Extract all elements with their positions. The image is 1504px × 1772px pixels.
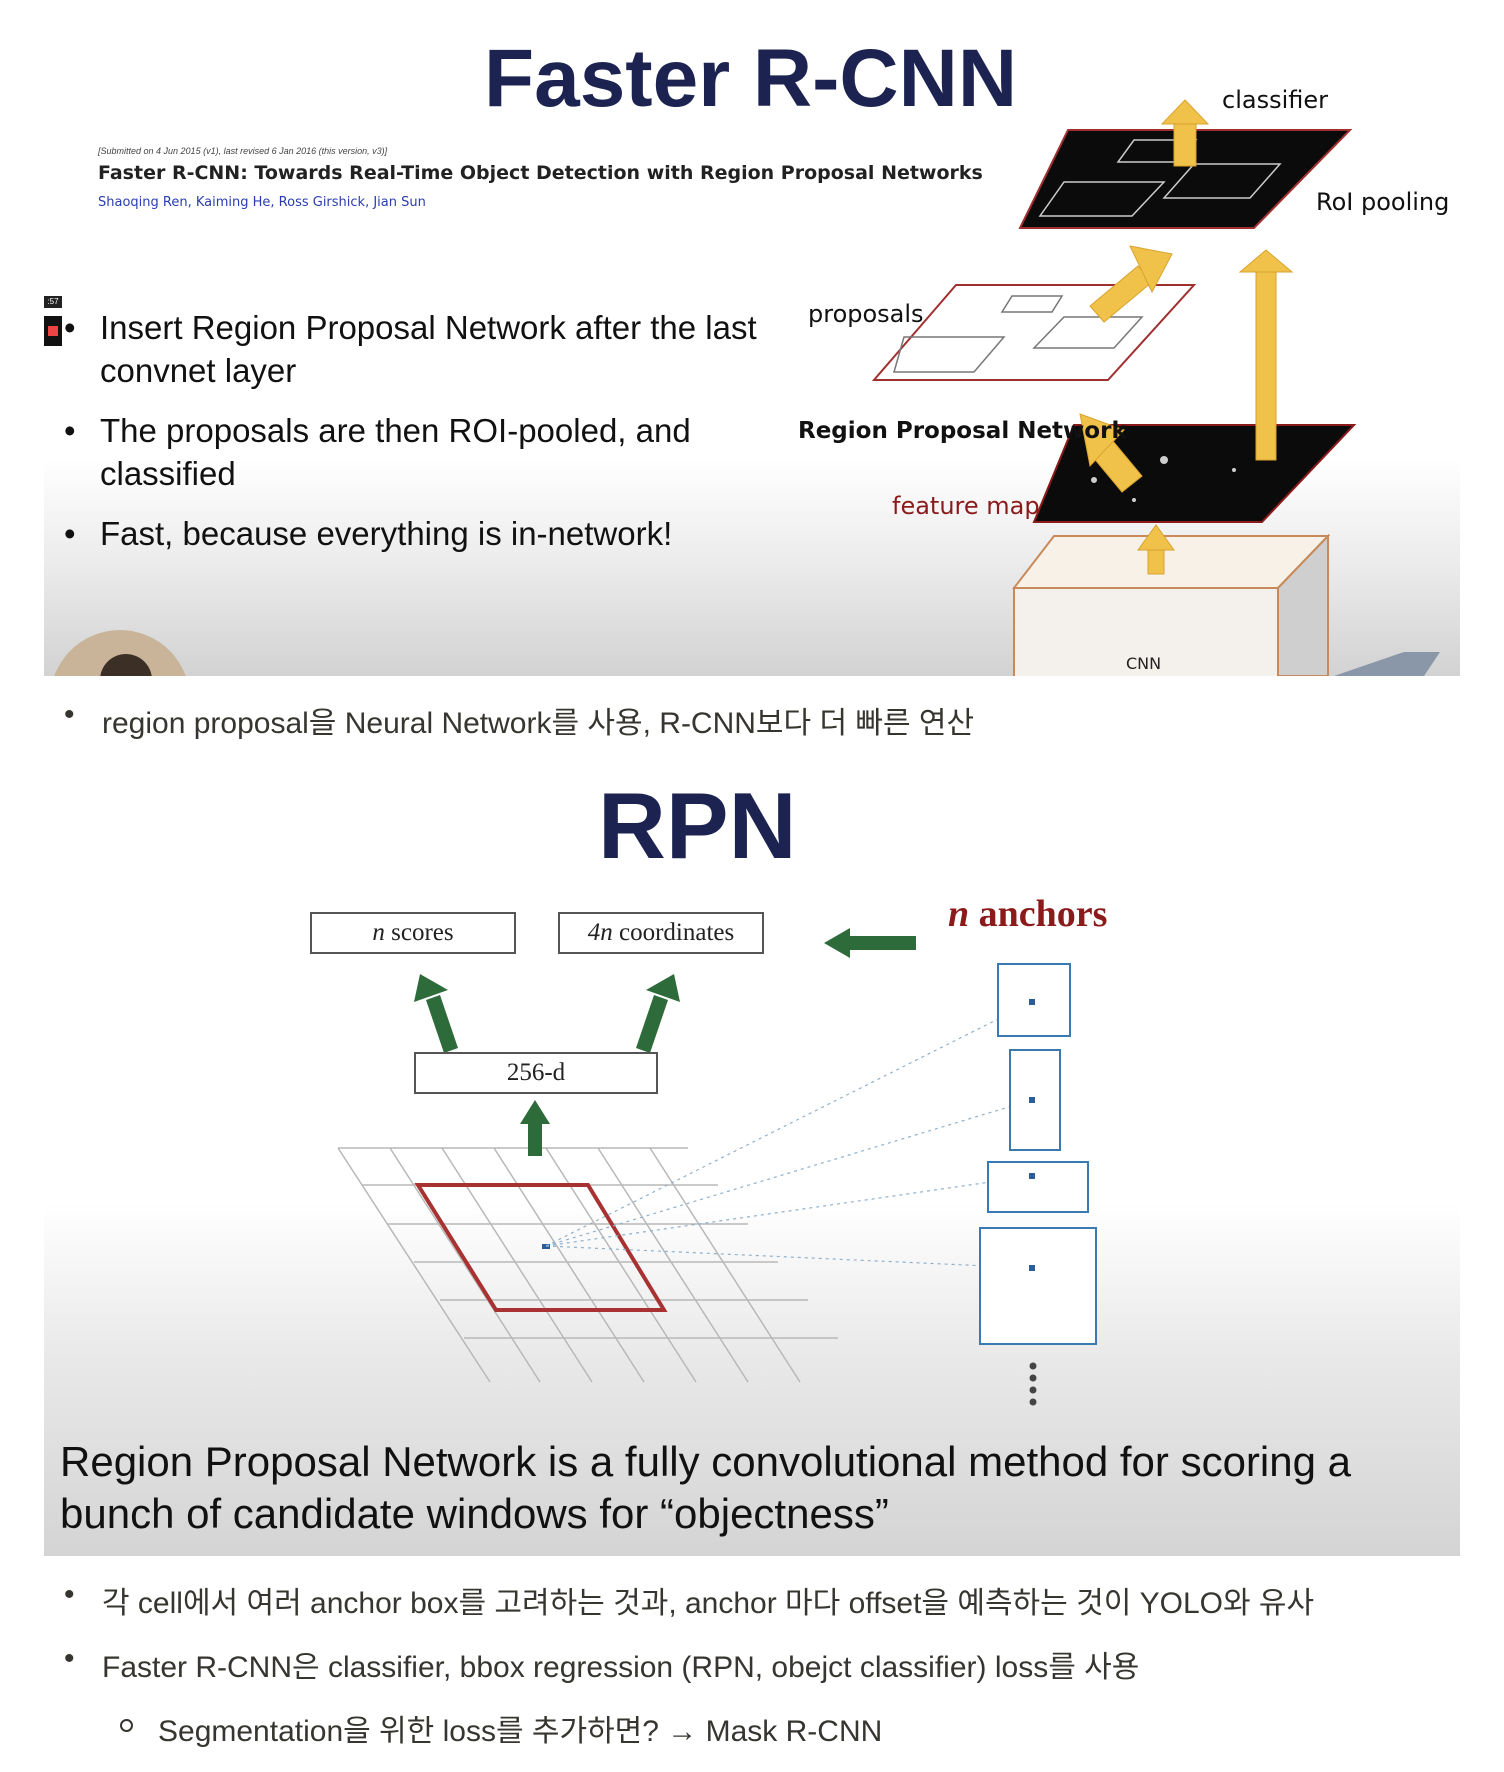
roi-box (1162, 163, 1282, 199)
box-scores-text: scores (384, 919, 454, 946)
label-cnn: CNN (1126, 654, 1162, 673)
presenter-avatar (54, 630, 186, 676)
arrow-256d-to-scores (426, 995, 458, 1053)
paper-authors: Shaoqing Ren, Kaiming He, Ross Girshick,… (98, 195, 426, 210)
box-n-scores: n scores (310, 912, 516, 954)
proposal-box (893, 336, 1006, 373)
projection-line (545, 1245, 1033, 1269)
var-n: n (948, 893, 970, 935)
label-feature-map: feature map (892, 492, 1040, 520)
proposal-box (1032, 316, 1144, 349)
arrow-256d-to-scores (414, 974, 448, 1002)
arrow-256d-to-coords (636, 995, 668, 1053)
box-coords-text: coordinates (612, 919, 735, 946)
arrow-fmap-to-roi (1238, 249, 1294, 273)
bullet-dot: • (64, 1642, 75, 1675)
ellipsis-dot (1029, 1374, 1037, 1382)
cnn-block-front (1013, 587, 1279, 676)
grid-line (389, 1147, 541, 1383)
bullet-dot: • (64, 698, 75, 731)
slide-caption: Region Proposal Network is a fully convo… (60, 1438, 1351, 1537)
roi-pooling-plane (1018, 129, 1353, 229)
subnote-text: Segmentation을 위한 loss를 추가하면? → Mask R-CN… (158, 1715, 883, 1748)
arrow-anchors-left (848, 936, 916, 950)
faster-rcnn-diagram (54, 99, 1440, 676)
anchor-center-point (1029, 999, 1035, 1005)
arrow-up-cnn-to-fmap (1147, 549, 1165, 575)
grid-line (649, 1147, 801, 1383)
bullet-item: Insert Region Proposal Network after the… (64, 306, 804, 392)
var-n: n (372, 919, 385, 946)
bullet-dot: • (64, 1578, 75, 1611)
cnn-block-top (1011, 535, 1331, 589)
activation-spot (1091, 477, 1097, 483)
projection-line (545, 1001, 1033, 1247)
activation-spot (1160, 456, 1168, 464)
ellipsis-dot (1029, 1398, 1037, 1406)
ellipsis-dot (1029, 1362, 1037, 1370)
bullet-item: The proposals are then ROI-pooled, and c… (64, 409, 804, 495)
ellipsis-dot (1029, 1386, 1037, 1394)
photo-thumbnail (1334, 652, 1440, 676)
arrow-roi-to-classifier (1173, 121, 1197, 167)
arrow-window-to-256d (528, 1122, 542, 1156)
grid-line (337, 1147, 491, 1383)
proposal-box (1000, 295, 1064, 313)
roi-box (1038, 181, 1166, 217)
arrow-window-to-256d (520, 1100, 550, 1124)
slide-bullet-list: Insert Region Proposal Network after the… (64, 306, 804, 572)
arrow-roi-to-classifier (1160, 99, 1210, 125)
anchor-center-point (1029, 1097, 1035, 1103)
arrow-anchors-left (824, 928, 850, 958)
projection-line (545, 1175, 1033, 1247)
activation-spot (1232, 468, 1236, 472)
label-n-anchors: n anchors (948, 892, 1107, 936)
label-classifier: classifier (1222, 86, 1328, 114)
paper-title: Faster R-CNN: Towards Real-Time Object D… (98, 162, 983, 184)
slide-faster-rcnn: Faster R-CNN [Submitted on 4 Jun 2015 (v… (44, 0, 1460, 676)
anchor-box (979, 1227, 1097, 1345)
anchor-center-point (1029, 1173, 1035, 1179)
slide-title: RPN (598, 773, 797, 878)
rpn-diagram (337, 928, 1097, 1406)
paper-submission-meta: [Submitted on 4 Jun 2015 (v1), last revi… (98, 146, 388, 156)
bullet-item: Fast, because everything is in-network! (64, 512, 804, 555)
anchor-box (987, 1161, 1089, 1213)
label-region-proposal-network: Region Proposal Network (798, 418, 1127, 444)
arrow-fmap-to-proposals (1079, 413, 1125, 468)
note-text: 각 cell에서 여러 anchor box를 고려하는 것과, anchor … (102, 1587, 1315, 1620)
note-text: region proposal을 Neural Network를 사용, R-C… (102, 707, 975, 740)
video-timestamp: :57 (44, 296, 62, 308)
activation-spot (1132, 498, 1136, 502)
label-proposals: proposals (808, 300, 924, 328)
slide-title: Faster R-CNN (484, 33, 1018, 124)
arrow-256d-to-coords (646, 974, 680, 1002)
hollow-bullet-icon (120, 1719, 133, 1732)
var-4n: 4n (587, 919, 613, 946)
arrow-fmap-to-roi (1255, 269, 1277, 461)
box-256-d: 256-d (414, 1052, 658, 1094)
note-text: Faster R-CNN은 classifier, bbox regressio… (102, 1651, 1140, 1684)
record-dot-icon (48, 326, 58, 336)
arrow-proposals-to-roi (1129, 245, 1173, 294)
box-4n-coordinates: 4n coordinates (558, 912, 764, 954)
label-roi-pooling: RoI pooling (1316, 188, 1450, 216)
anchor-center-point (1029, 1265, 1035, 1271)
anchors-text: anchors (969, 893, 1108, 935)
slide-rpn: RPN (44, 752, 1460, 1556)
projection-line (545, 1099, 1033, 1247)
sliding-window (414, 1183, 668, 1312)
grid-line (597, 1147, 749, 1383)
presenter-head (100, 654, 152, 676)
